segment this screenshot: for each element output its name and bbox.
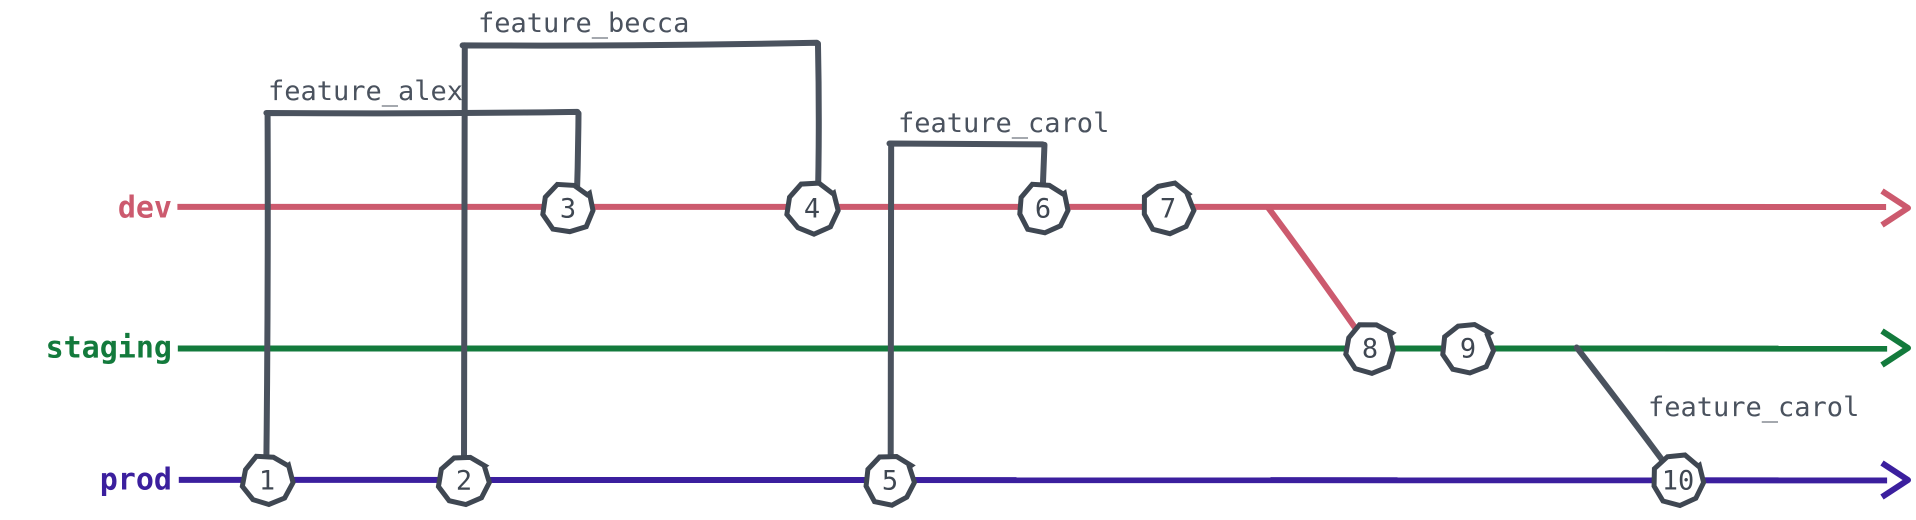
lane-label-dev: dev: [118, 191, 172, 226]
commit-label-5: 5: [882, 466, 898, 497]
commit-circle-7: [1141, 180, 1197, 237]
lane-label-staging: staging: [46, 331, 172, 366]
commit-circle-4: [784, 180, 841, 237]
lane-arrow-staging: [1880, 328, 1911, 368]
commit-node-1[interactable]: 1: [239, 453, 296, 508]
branch-labels-group: feature_alexfeature_beccafeature_carolfe…: [268, 8, 1859, 423]
merge-label-staging-to-prod-feature-carol: feature_carol: [1648, 392, 1859, 423]
branch-path-feature_alex: [263, 108, 582, 485]
commit-node-2[interactable]: 2: [435, 454, 493, 508]
commit-node-8[interactable]: 8: [1343, 322, 1397, 377]
lane-line-prod: [178, 476, 1888, 484]
commit-circle-1: [239, 453, 296, 508]
commit-node-3[interactable]: 3: [540, 181, 596, 235]
lane-labels-group: dev staging prod: [46, 191, 172, 498]
commit-label-3: 3: [560, 194, 576, 225]
commit-node-5[interactable]: 5: [863, 453, 918, 508]
commit-circle-10: [1651, 452, 1707, 509]
branch-label-feature_alex-0: feature_alex: [268, 76, 463, 107]
commit-circle-9: [1440, 321, 1497, 376]
commit-node-6[interactable]: 6: [1017, 181, 1071, 236]
commit-label-2: 2: [456, 466, 472, 497]
lane-line-staging: [177, 345, 1888, 352]
commit-node-10[interactable]: 10: [1651, 452, 1707, 509]
commit-label-9: 9: [1460, 334, 1476, 365]
branch-label-feature_becca-1: feature_becca: [478, 8, 689, 39]
lane-arrow-prod: [1880, 460, 1911, 500]
commit-nodes-group: 1 2 3 4 5 6 7 8 9 10: [239, 180, 1707, 509]
branch-path-feature_becca: [459, 39, 822, 484]
commit-circle-3: [540, 181, 596, 235]
commit-circle-8: [1343, 322, 1397, 377]
commit-node-7[interactable]: 7: [1141, 180, 1197, 237]
lane-lines-group: [177, 188, 1911, 500]
branch-label-feature_carol-2: feature_carol: [898, 108, 1109, 139]
commit-circle-2: [435, 454, 493, 508]
lane-arrow-dev: [1880, 188, 1911, 228]
commit-label-10: 10: [1662, 466, 1695, 497]
lane-label-prod: prod: [100, 463, 172, 498]
commit-circle-5: [863, 453, 918, 508]
commit-node-9[interactable]: 9: [1440, 321, 1497, 376]
commit-label-4: 4: [804, 194, 820, 225]
commit-label-7: 7: [1160, 194, 1176, 225]
commit-label-8: 8: [1362, 334, 1378, 365]
commit-label-6: 6: [1035, 194, 1051, 225]
commit-label-1: 1: [259, 466, 275, 497]
commit-circle-6: [1017, 181, 1071, 236]
commit-node-4[interactable]: 4: [784, 180, 841, 237]
